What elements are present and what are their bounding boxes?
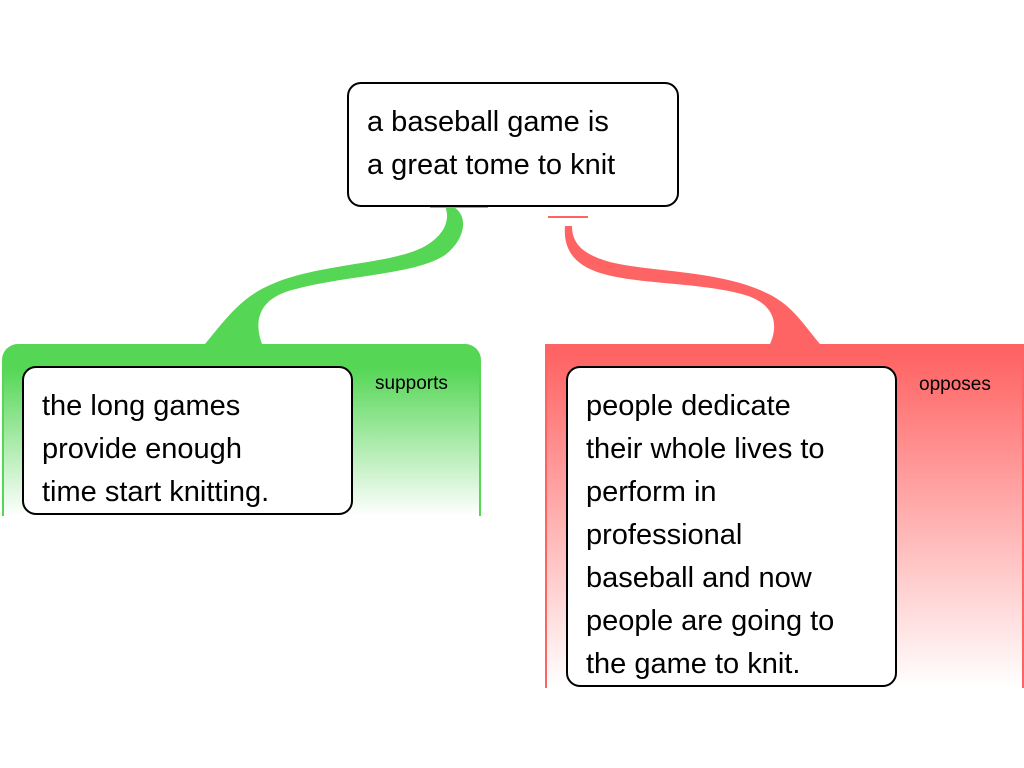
- oppose-text-line: their whole lives to: [586, 433, 825, 465]
- support-text-line: provide enough: [42, 433, 242, 465]
- claim-text-line: a great tome to knit: [367, 149, 616, 181]
- claim-text-line: a baseball game is: [367, 106, 609, 138]
- oppose-text-line: people dedicate: [586, 390, 791, 422]
- oppose-text-line: baseball and now: [586, 562, 812, 594]
- support-node[interactable]: the long games provide enough time start…: [22, 366, 353, 515]
- oppose-text-line: people are going to: [586, 605, 835, 637]
- support-connector: [205, 206, 464, 344]
- oppose-text-line: perform in: [586, 476, 717, 508]
- support-text-line: the long games: [42, 390, 241, 422]
- support-relation-label: supports: [375, 373, 448, 394]
- oppose-node[interactable]: people dedicate their whole lives to per…: [566, 366, 897, 687]
- oppose-connector: [564, 226, 820, 344]
- oppose-text-line: the game to knit.: [586, 648, 801, 680]
- oppose-text-line: professional: [586, 519, 743, 551]
- oppose-relation-label: opposes: [919, 374, 991, 395]
- claim-node[interactable]: a baseball game is a great tome to knit: [347, 82, 679, 207]
- support-text-line: time start knitting.: [42, 476, 270, 508]
